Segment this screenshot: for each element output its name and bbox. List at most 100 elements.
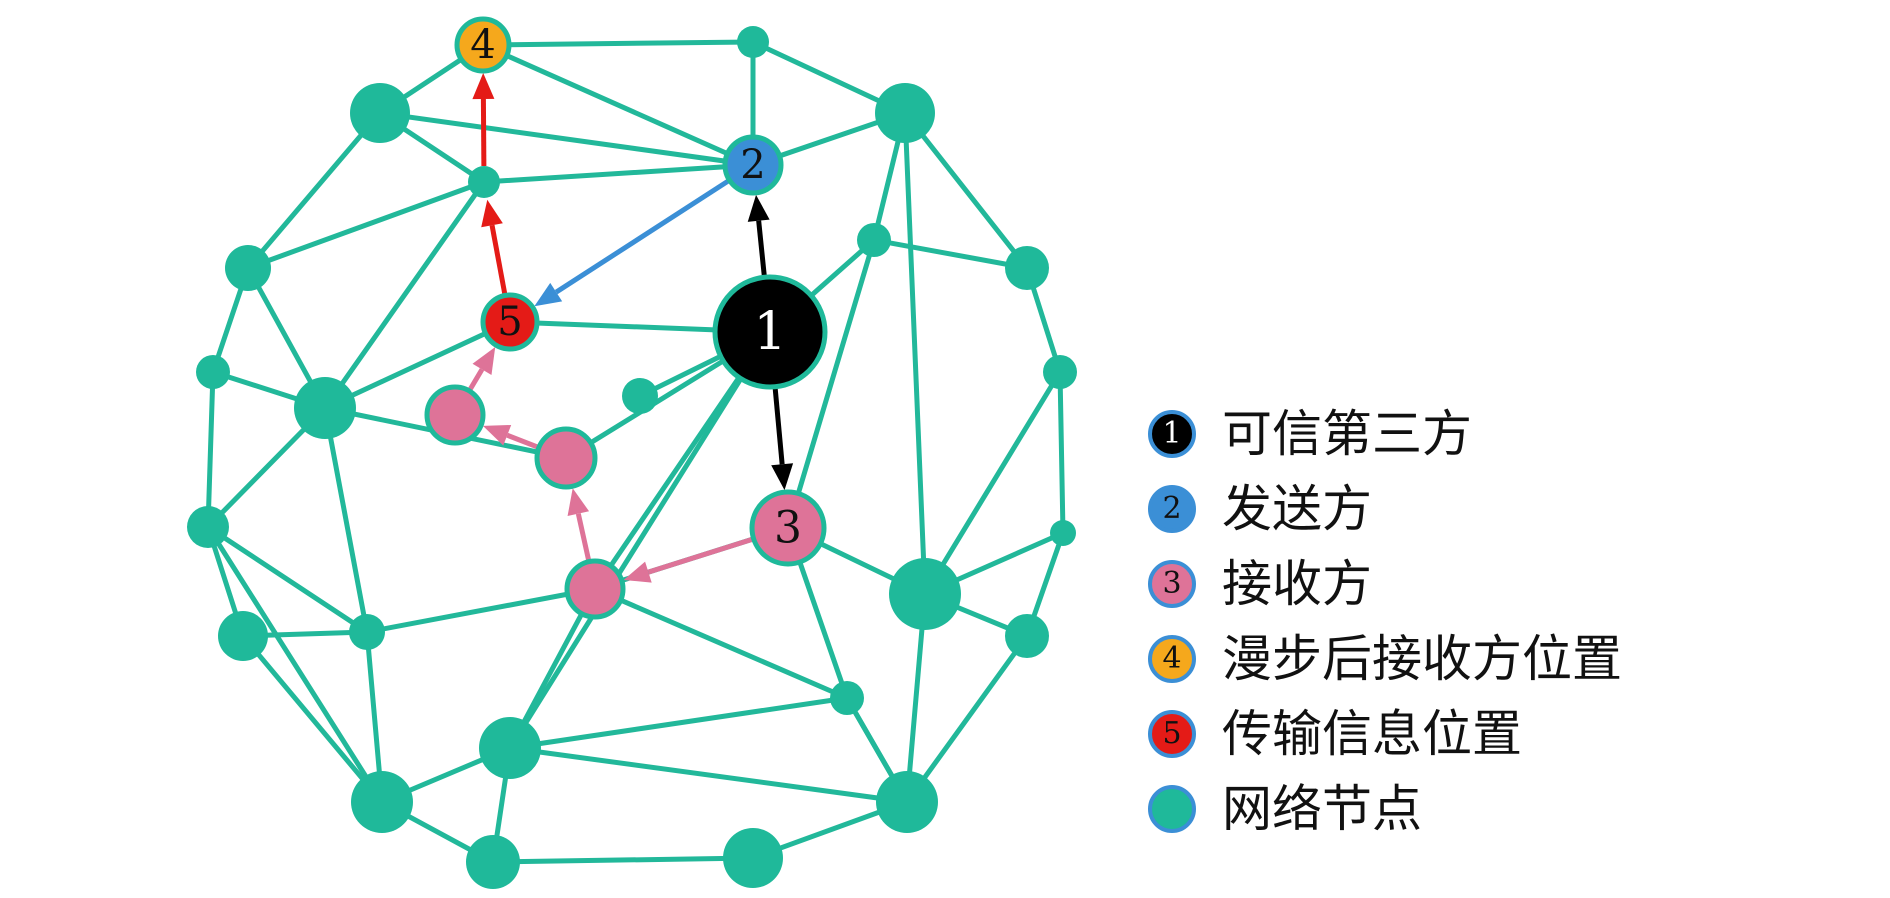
network-node — [294, 377, 356, 439]
node-label-n3: 3 — [774, 503, 802, 554]
arrow-relay-to-walked — [472, 72, 495, 167]
edge-c1-c2 — [322, 405, 370, 635]
arrow-receiver-walk-4-head — [472, 346, 496, 375]
network-node — [875, 83, 935, 143]
edge-s2-r1 — [871, 237, 1030, 271]
edge-s2-n3 — [785, 237, 877, 531]
network-edges — [205, 39, 1066, 865]
legend-badge-network-node — [1148, 784, 1196, 833]
arrow-receiver-walk-1-shaft — [647, 536, 755, 575]
arrow-trusted-to-receiver-head — [771, 463, 794, 491]
arrow-receiver-walk-3-head — [482, 424, 512, 446]
node-receiver-n3 — [749, 489, 827, 567]
edge-l1-s1 — [245, 179, 487, 271]
legend-label-walked-receiver: 漫步后接收方位置 — [1222, 629, 1622, 688]
arrow-trusted-to-sender — [747, 194, 770, 278]
legend-label-transmit: 传输信息位置 — [1222, 704, 1522, 763]
arrow-trusted-to-sender-shaft — [756, 220, 767, 278]
edge-s1-n2 — [481, 162, 756, 185]
edge-r2-bc — [922, 369, 1063, 597]
edge-b2-b3 — [490, 855, 756, 865]
network-node — [737, 26, 769, 58]
network-node — [1005, 614, 1049, 658]
network-node — [1043, 355, 1077, 389]
node-sender-n2 — [722, 134, 784, 196]
arrow-sender-to-transmit — [534, 178, 731, 307]
edge-tr-bc — [902, 110, 928, 597]
edge-p3-c2 — [364, 586, 598, 635]
arrow-receiver-walk-3-shaft — [506, 432, 540, 450]
edge-l2-l3 — [205, 369, 216, 530]
node-walked-n4 — [454, 16, 512, 74]
arrow-receiver-walk-2-head — [567, 488, 590, 517]
network-node — [466, 835, 520, 889]
network-node — [857, 223, 891, 257]
edge-c3-m2 — [507, 695, 850, 751]
node-label-n5: 5 — [497, 299, 522, 345]
arrow-receiver-walk-1-head — [623, 561, 652, 583]
edge-l4-b1 — [240, 633, 385, 805]
legend: 1 可信第三方 2 发送方 3 接收方 4 漫步后接收方位置 5 传输信息位置 … — [1148, 396, 1622, 846]
node-transmit-n5 — [480, 292, 540, 352]
legend-item-sender: 2 发送方 — [1148, 471, 1622, 546]
edge-c1-n5 — [322, 319, 513, 411]
network-node — [830, 681, 864, 715]
arrow-transmit-to-relay-head — [481, 199, 503, 228]
edge-n4-n2 — [480, 42, 756, 168]
arrow-receiver-walk-3 — [482, 424, 540, 450]
node-receiver-p3 — [564, 558, 626, 620]
node-receiver-p1 — [424, 384, 486, 446]
edge-n4-t1 — [480, 39, 756, 48]
legend-badge-receiver: 3 — [1148, 559, 1196, 608]
edge-r4-br — [904, 633, 1030, 805]
arrow-receiver-walk-2-shaft — [575, 513, 592, 563]
legend-item-network-node: 网络节点 — [1148, 771, 1622, 846]
network-node — [889, 558, 961, 630]
network-node — [468, 166, 500, 198]
legend-item-transmit: 5 传输信息位置 — [1148, 696, 1622, 771]
arrow-receiver-walk-4 — [467, 346, 496, 393]
network-node — [350, 83, 410, 143]
edge-tr-r1 — [902, 110, 1030, 271]
edge-l3-c2 — [205, 524, 370, 635]
network-node — [479, 717, 541, 779]
network-node — [187, 506, 229, 548]
legend-item-trusted: 1 可信第三方 — [1148, 396, 1622, 471]
network-node — [1005, 246, 1049, 290]
arrow-trusted-to-sender-head — [747, 194, 770, 222]
arrow-sender-to-transmit-head — [534, 282, 563, 307]
network-node — [225, 245, 271, 291]
legend-item-receiver: 3 接收方 — [1148, 546, 1622, 621]
legend-badge-sender: 2 — [1148, 484, 1196, 533]
arrow-receiver-walk-4-shaft — [467, 368, 485, 393]
legend-label-receiver: 接收方 — [1222, 554, 1372, 613]
legend-label-trusted: 可信第三方 — [1222, 404, 1472, 463]
edge-s1-c1 — [322, 179, 487, 411]
legend-badge-transmit: 5 — [1148, 709, 1196, 758]
edge-tl-n2 — [377, 110, 756, 168]
legend-label-network-node: 网络节点 — [1222, 779, 1422, 838]
network-node — [349, 614, 385, 650]
node-trusted-n1 — [712, 274, 828, 390]
node-label-n4: 4 — [470, 22, 495, 68]
arrow-trusted-to-receiver — [771, 386, 794, 491]
network-node — [876, 771, 938, 833]
network-node — [218, 611, 268, 661]
node-receiver-p2 — [534, 426, 598, 490]
legend-badge-walked-receiver: 4 — [1148, 634, 1196, 683]
arrow-transmit-to-relay-shaft — [489, 224, 508, 296]
arrow-sender-to-transmit-shaft — [554, 178, 731, 295]
network-node — [1050, 520, 1076, 546]
path-arrows — [467, 72, 794, 583]
edge-tl-l1 — [245, 110, 383, 271]
arrow-receiver-walk-1 — [623, 536, 755, 583]
network-node — [723, 828, 783, 888]
legend-label-sender: 发送方 — [1222, 479, 1372, 538]
arrow-trusted-to-receiver-shaft — [772, 386, 785, 465]
edge-p3-m2 — [592, 586, 850, 701]
edge-l3-b1 — [205, 524, 385, 805]
node-label-n1: 1 — [753, 302, 786, 362]
legend-item-walked-receiver: 4 漫步后接收方位置 — [1148, 621, 1622, 696]
